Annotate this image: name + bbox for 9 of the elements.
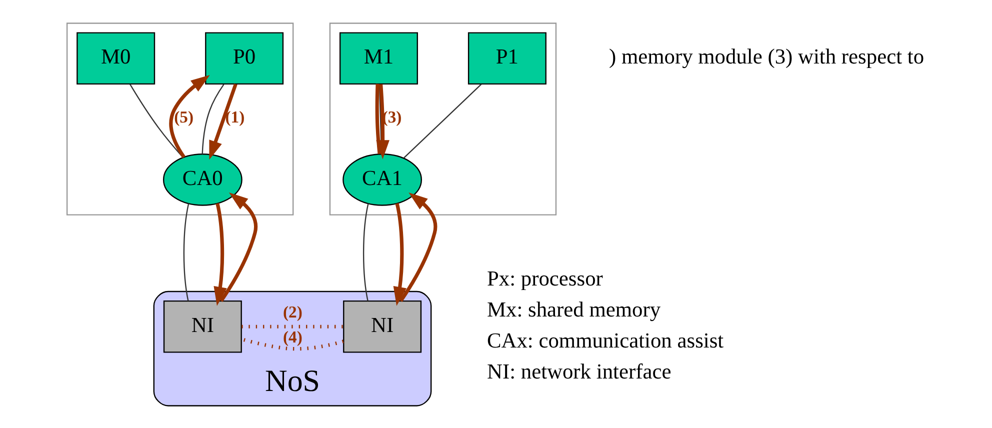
label: Mx: shared memory: [486, 296, 660, 321]
label: CAx: communication assist: [486, 328, 724, 352]
edge-label: (4): [282, 326, 302, 346]
label: ) memory module (3) with respect to: [608, 44, 924, 68]
label: NI: network interface: [486, 358, 671, 383]
edge-label: (2): [282, 302, 302, 321]
label: Px: processor: [486, 266, 602, 290]
edge-label: (1): [224, 106, 244, 126]
edge-label: (5): [174, 106, 194, 126]
